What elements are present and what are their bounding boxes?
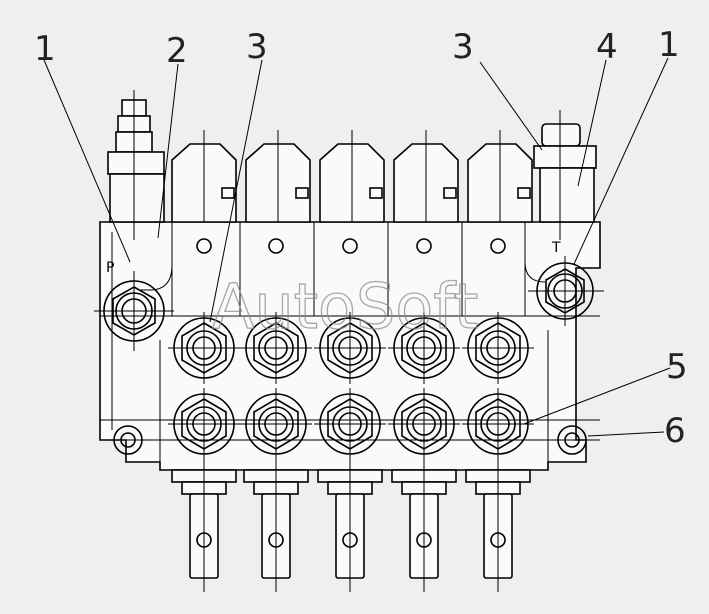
port-label-t: T	[551, 240, 561, 256]
callout-2: 2	[166, 31, 188, 71]
callout-3-right: 3	[452, 27, 474, 67]
callout-3-left: 3	[246, 27, 268, 67]
spool-caps	[171, 130, 533, 223]
callout-4: 4	[596, 27, 618, 67]
tank-port	[528, 256, 604, 326]
watermark: AutoSoft	[212, 270, 478, 343]
spool-handles	[171, 460, 531, 592]
port-label-p: P	[106, 260, 114, 276]
callout-5: 5	[666, 347, 688, 387]
work-ports-row-b	[168, 388, 534, 460]
callout-1-right: 1	[658, 25, 680, 65]
inlet-fitting	[107, 90, 165, 240]
leader-lines	[43, 57, 671, 437]
pressure-port	[94, 271, 174, 351]
callout-1-left: 1	[34, 29, 56, 69]
work-ports-row-a	[168, 312, 534, 384]
mounting-holes-top	[196, 238, 506, 254]
section-dividers	[171, 222, 526, 316]
outlet-fitting	[533, 110, 597, 240]
callout-6: 6	[664, 411, 686, 451]
mounting-holes-bottom	[104, 425, 600, 455]
